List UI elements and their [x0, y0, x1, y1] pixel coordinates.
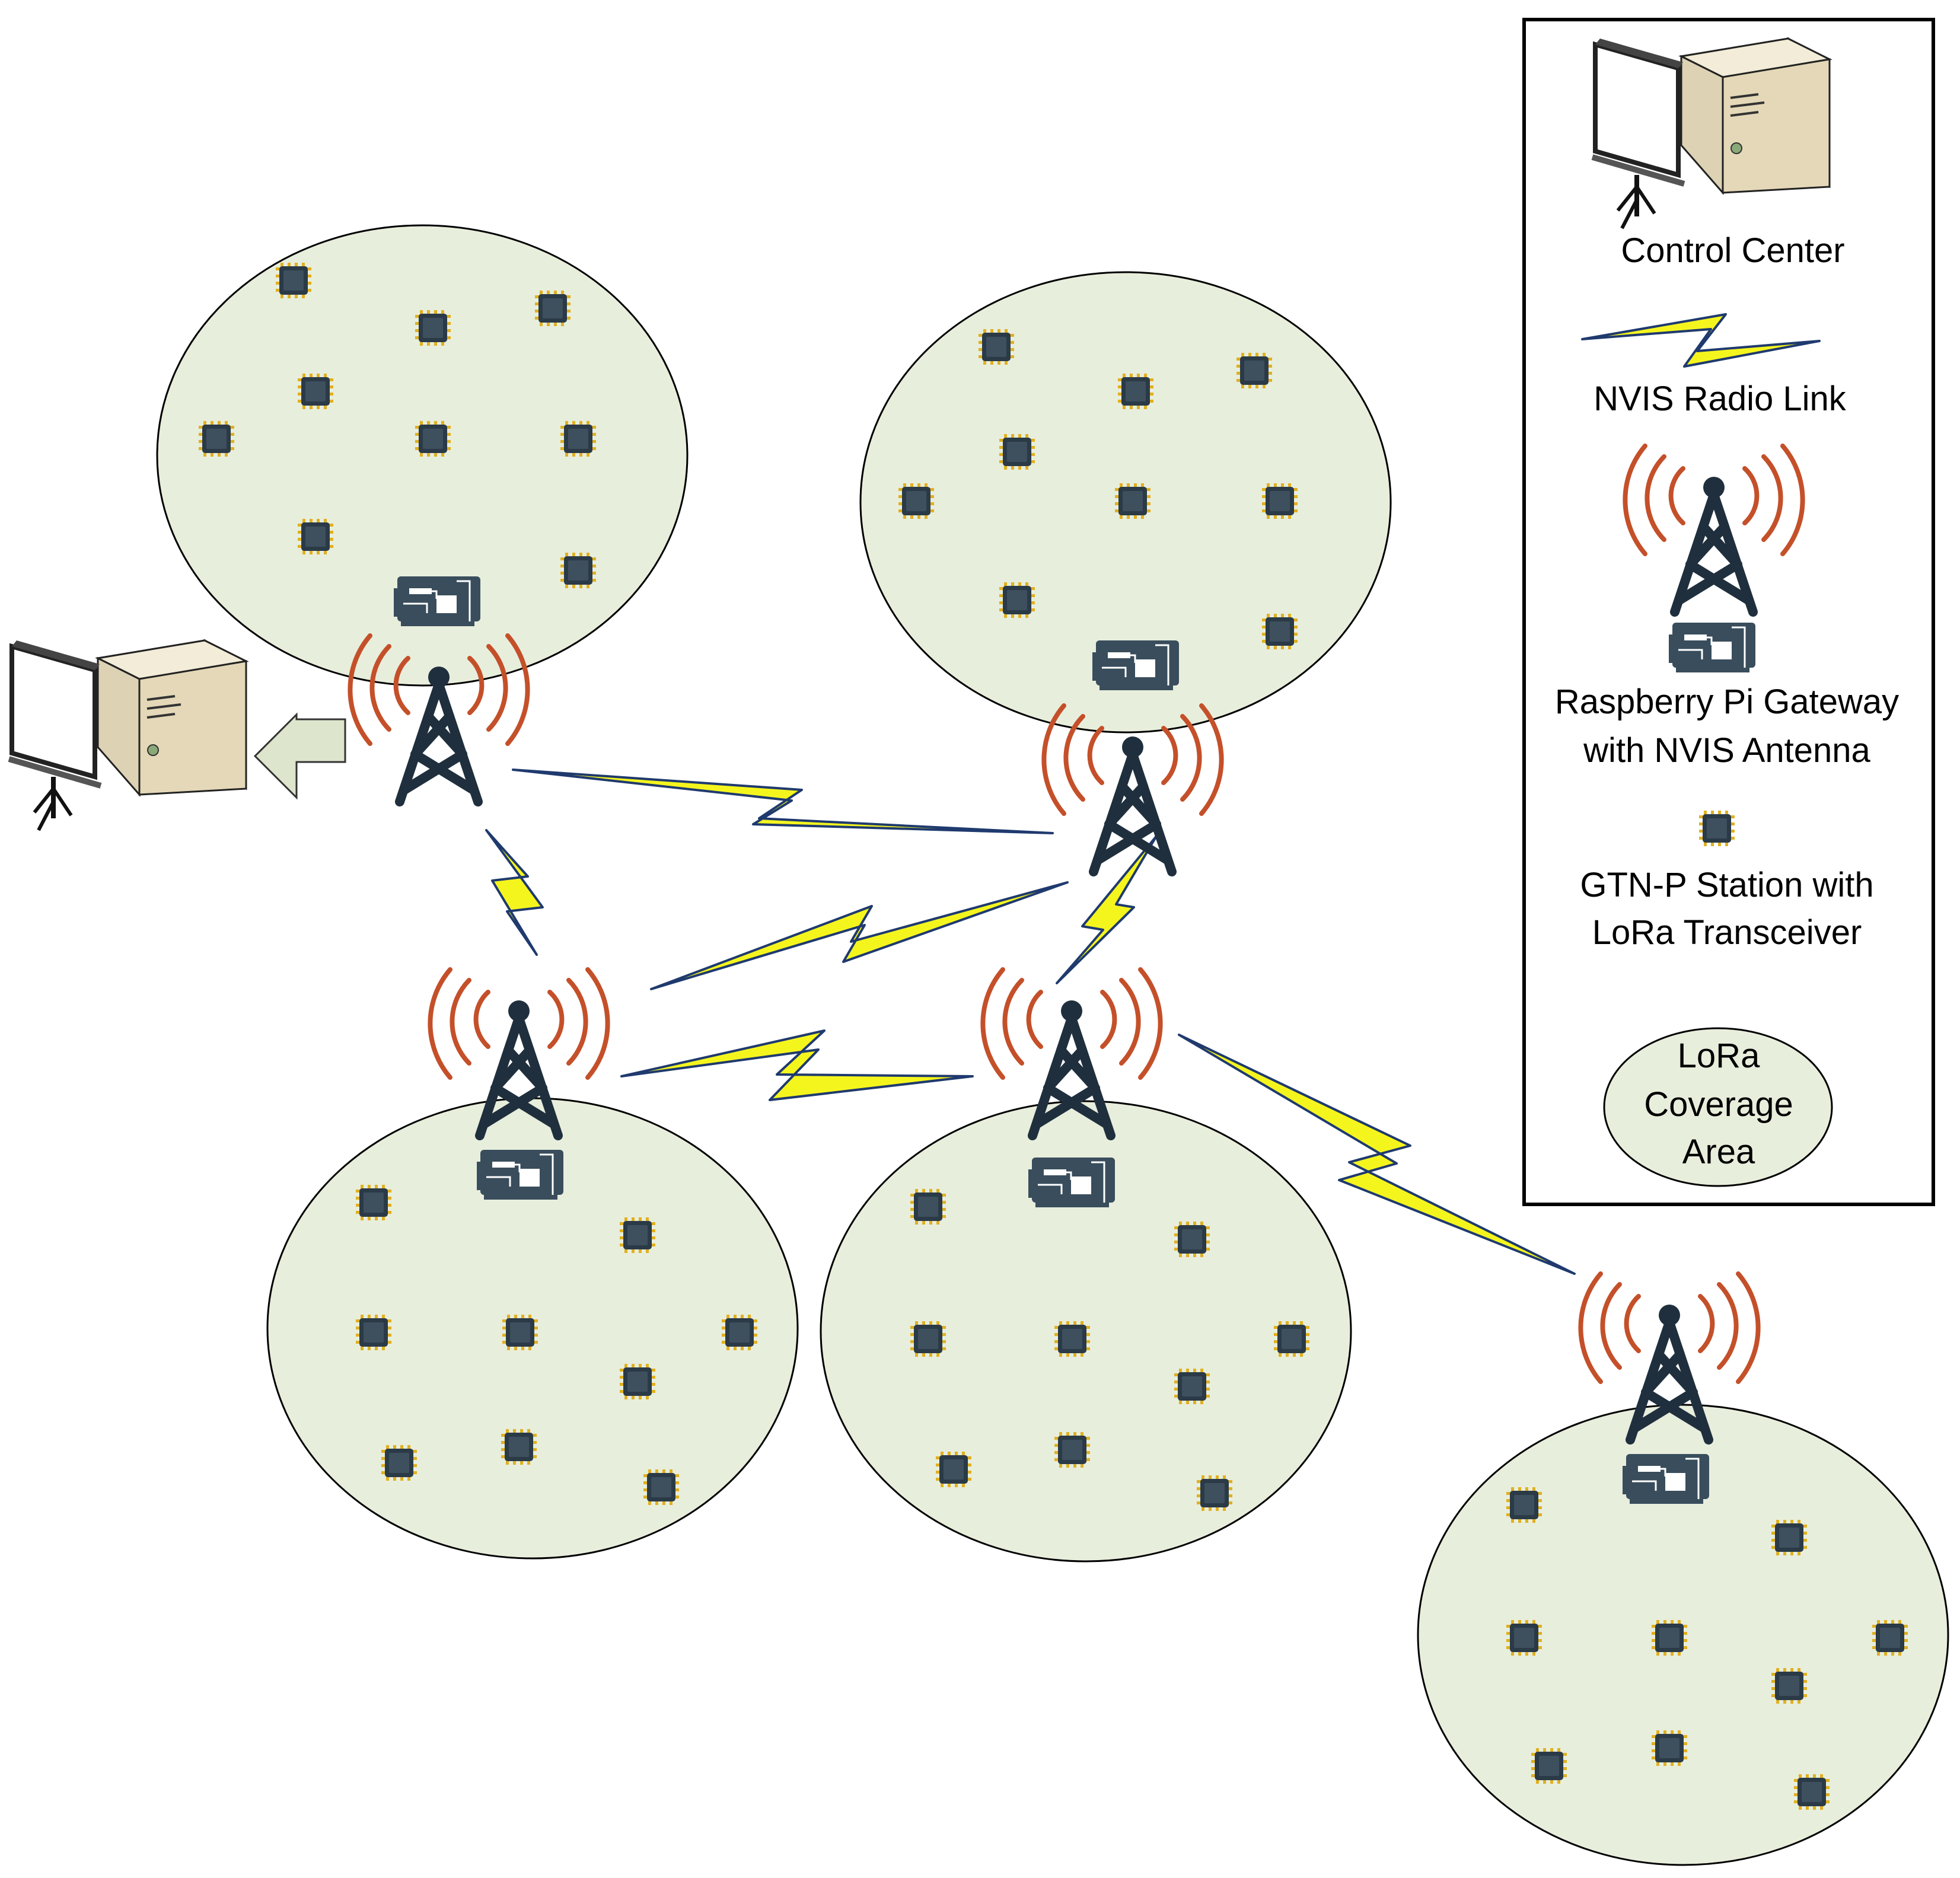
chip-icon [535, 291, 571, 326]
chip-icon [979, 329, 1014, 365]
legend-coverage-area [1603, 1027, 1833, 1187]
lightning-bolt-icon [1178, 1034, 1576, 1275]
chip-icon [910, 1321, 946, 1357]
lightning-bolt-icon [1056, 835, 1158, 984]
chip-icon [1652, 1620, 1687, 1656]
legend-coverage-label-line1: LoRa [1678, 1037, 1760, 1075]
chip-icon [560, 553, 596, 588]
legend-station-label-line1: GTN-P Station with [1580, 866, 1873, 904]
arrow-left-icon [253, 712, 346, 800]
legend-coverage-label-line2: Coverage [1644, 1085, 1793, 1124]
chip-icon [999, 434, 1035, 470]
chip-icon [199, 421, 234, 457]
chip-icon [1274, 1321, 1309, 1357]
legend-control-center-label: Control Center [1621, 231, 1844, 270]
chip-icon [501, 1429, 537, 1465]
chip-icon [910, 1189, 946, 1225]
radio-links [485, 769, 1576, 1275]
legend-gateway-label-line2: with NVIS Antenna [1583, 731, 1870, 770]
chip-icon [643, 1469, 679, 1505]
chip-icon [1118, 374, 1153, 409]
chip-icon [502, 1315, 538, 1350]
raspberry-pi-board-icon [393, 575, 482, 627]
chip-icon [620, 1364, 655, 1399]
chip-icon [1262, 483, 1298, 519]
chip-icon [560, 421, 596, 457]
chip-icon [1197, 1475, 1232, 1511]
raspberry-pi-board-icon [1091, 639, 1180, 691]
chip-icon [1794, 1774, 1830, 1810]
chip-icon [620, 1217, 655, 1253]
chip-icon [898, 483, 934, 519]
chip-icon [276, 263, 311, 298]
chip-icon [1771, 1668, 1807, 1704]
chip-icon [1506, 1620, 1542, 1656]
chip-icon [381, 1445, 417, 1481]
chip-icon [1174, 1222, 1210, 1257]
chip-icon [999, 582, 1035, 618]
legend: Control Center NVIS Radio Link Raspberry… [1522, 18, 1935, 1206]
control-center-icon [9, 640, 246, 830]
legend-gateway-label-line1: Raspberry Pi Gateway [1555, 683, 1899, 721]
chip-icon [1531, 1748, 1567, 1784]
chip-icon [722, 1315, 757, 1350]
chip-icon [1699, 811, 1735, 846]
chip-icon [936, 1452, 971, 1487]
chip-icon [298, 519, 333, 554]
chip-icon [356, 1315, 391, 1350]
raspberry-pi-board-icon [1668, 621, 1757, 674]
chip-icon [1262, 614, 1298, 649]
chip-icon [1115, 483, 1150, 519]
chip-icon [356, 1185, 391, 1220]
lightning-bolt-icon [620, 1029, 974, 1101]
chip-icon [1652, 1730, 1687, 1766]
chip-icon [1236, 353, 1272, 388]
chip-icon [1872, 1620, 1908, 1656]
chip-icon [415, 421, 451, 457]
chip-icon [1506, 1487, 1542, 1523]
chip-icon [1054, 1432, 1090, 1468]
legend-radio-link-label: NVIS Radio Link [1594, 380, 1847, 418]
raspberry-pi-board-icon [476, 1149, 565, 1201]
chip-icon [1054, 1321, 1090, 1357]
lightning-bolt-icon [512, 769, 1054, 834]
chip-icon [298, 374, 333, 409]
lightning-bolt-icon [485, 829, 544, 956]
raspberry-pi-board-icon [1621, 1453, 1710, 1505]
chip-icon [415, 310, 451, 346]
chip-icon [1174, 1369, 1210, 1404]
lightning-bolt-icon [650, 881, 1069, 990]
legend-coverage-label-line3: Area [1682, 1133, 1755, 1171]
chip-icon [1771, 1520, 1807, 1555]
legend-station-label-line2: LoRa Transceiver [1592, 913, 1862, 952]
lightning-bolt-icon [1581, 313, 1821, 368]
raspberry-pi-board-icon [1027, 1156, 1116, 1209]
